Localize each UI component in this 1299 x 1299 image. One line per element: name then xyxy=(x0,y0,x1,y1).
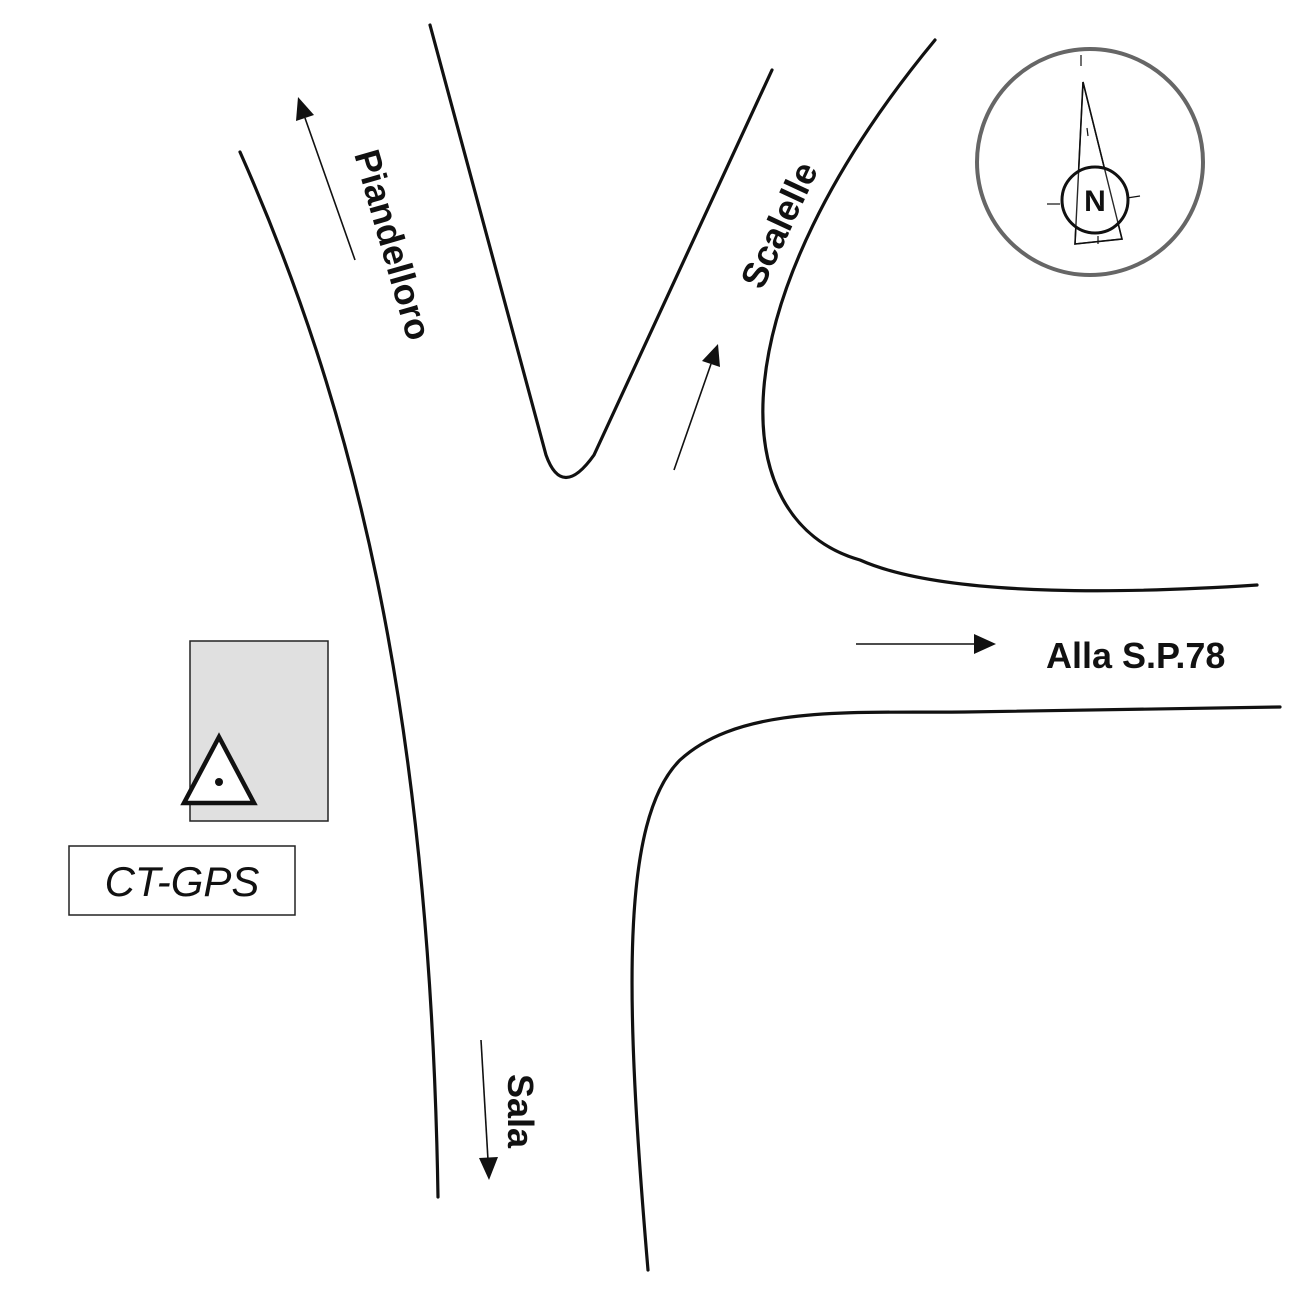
street-label-sala: Sala xyxy=(500,1074,541,1149)
arrow-scalelle xyxy=(673,344,720,471)
station-label: CT-GPS xyxy=(105,858,260,905)
road-edge-west xyxy=(238,150,440,1199)
arrow-icon xyxy=(479,1157,498,1180)
arrow-sala xyxy=(479,1039,498,1180)
street-label-sp78: Alla S.P.78 xyxy=(1046,635,1225,676)
road-edge-piandelloro-east xyxy=(428,23,774,480)
arrow-icon xyxy=(296,97,314,121)
compass-ring xyxy=(975,47,1205,277)
arrow-piandelloro xyxy=(296,97,356,261)
arrow-sp78 xyxy=(856,634,996,654)
compass: N xyxy=(975,47,1205,277)
station-label-box xyxy=(68,845,296,916)
road-edge-scalelle-east xyxy=(761,38,1259,593)
arrow-icon xyxy=(974,634,996,654)
north-arrow-icon xyxy=(1047,55,1141,245)
triangle-dot-station-icon xyxy=(180,732,258,806)
road-edge-south-east xyxy=(630,705,1282,1272)
street-label-piandelloro: Piandelloro xyxy=(346,145,439,345)
arrow-icon xyxy=(702,344,720,367)
compass-north-label: N xyxy=(1084,185,1106,218)
